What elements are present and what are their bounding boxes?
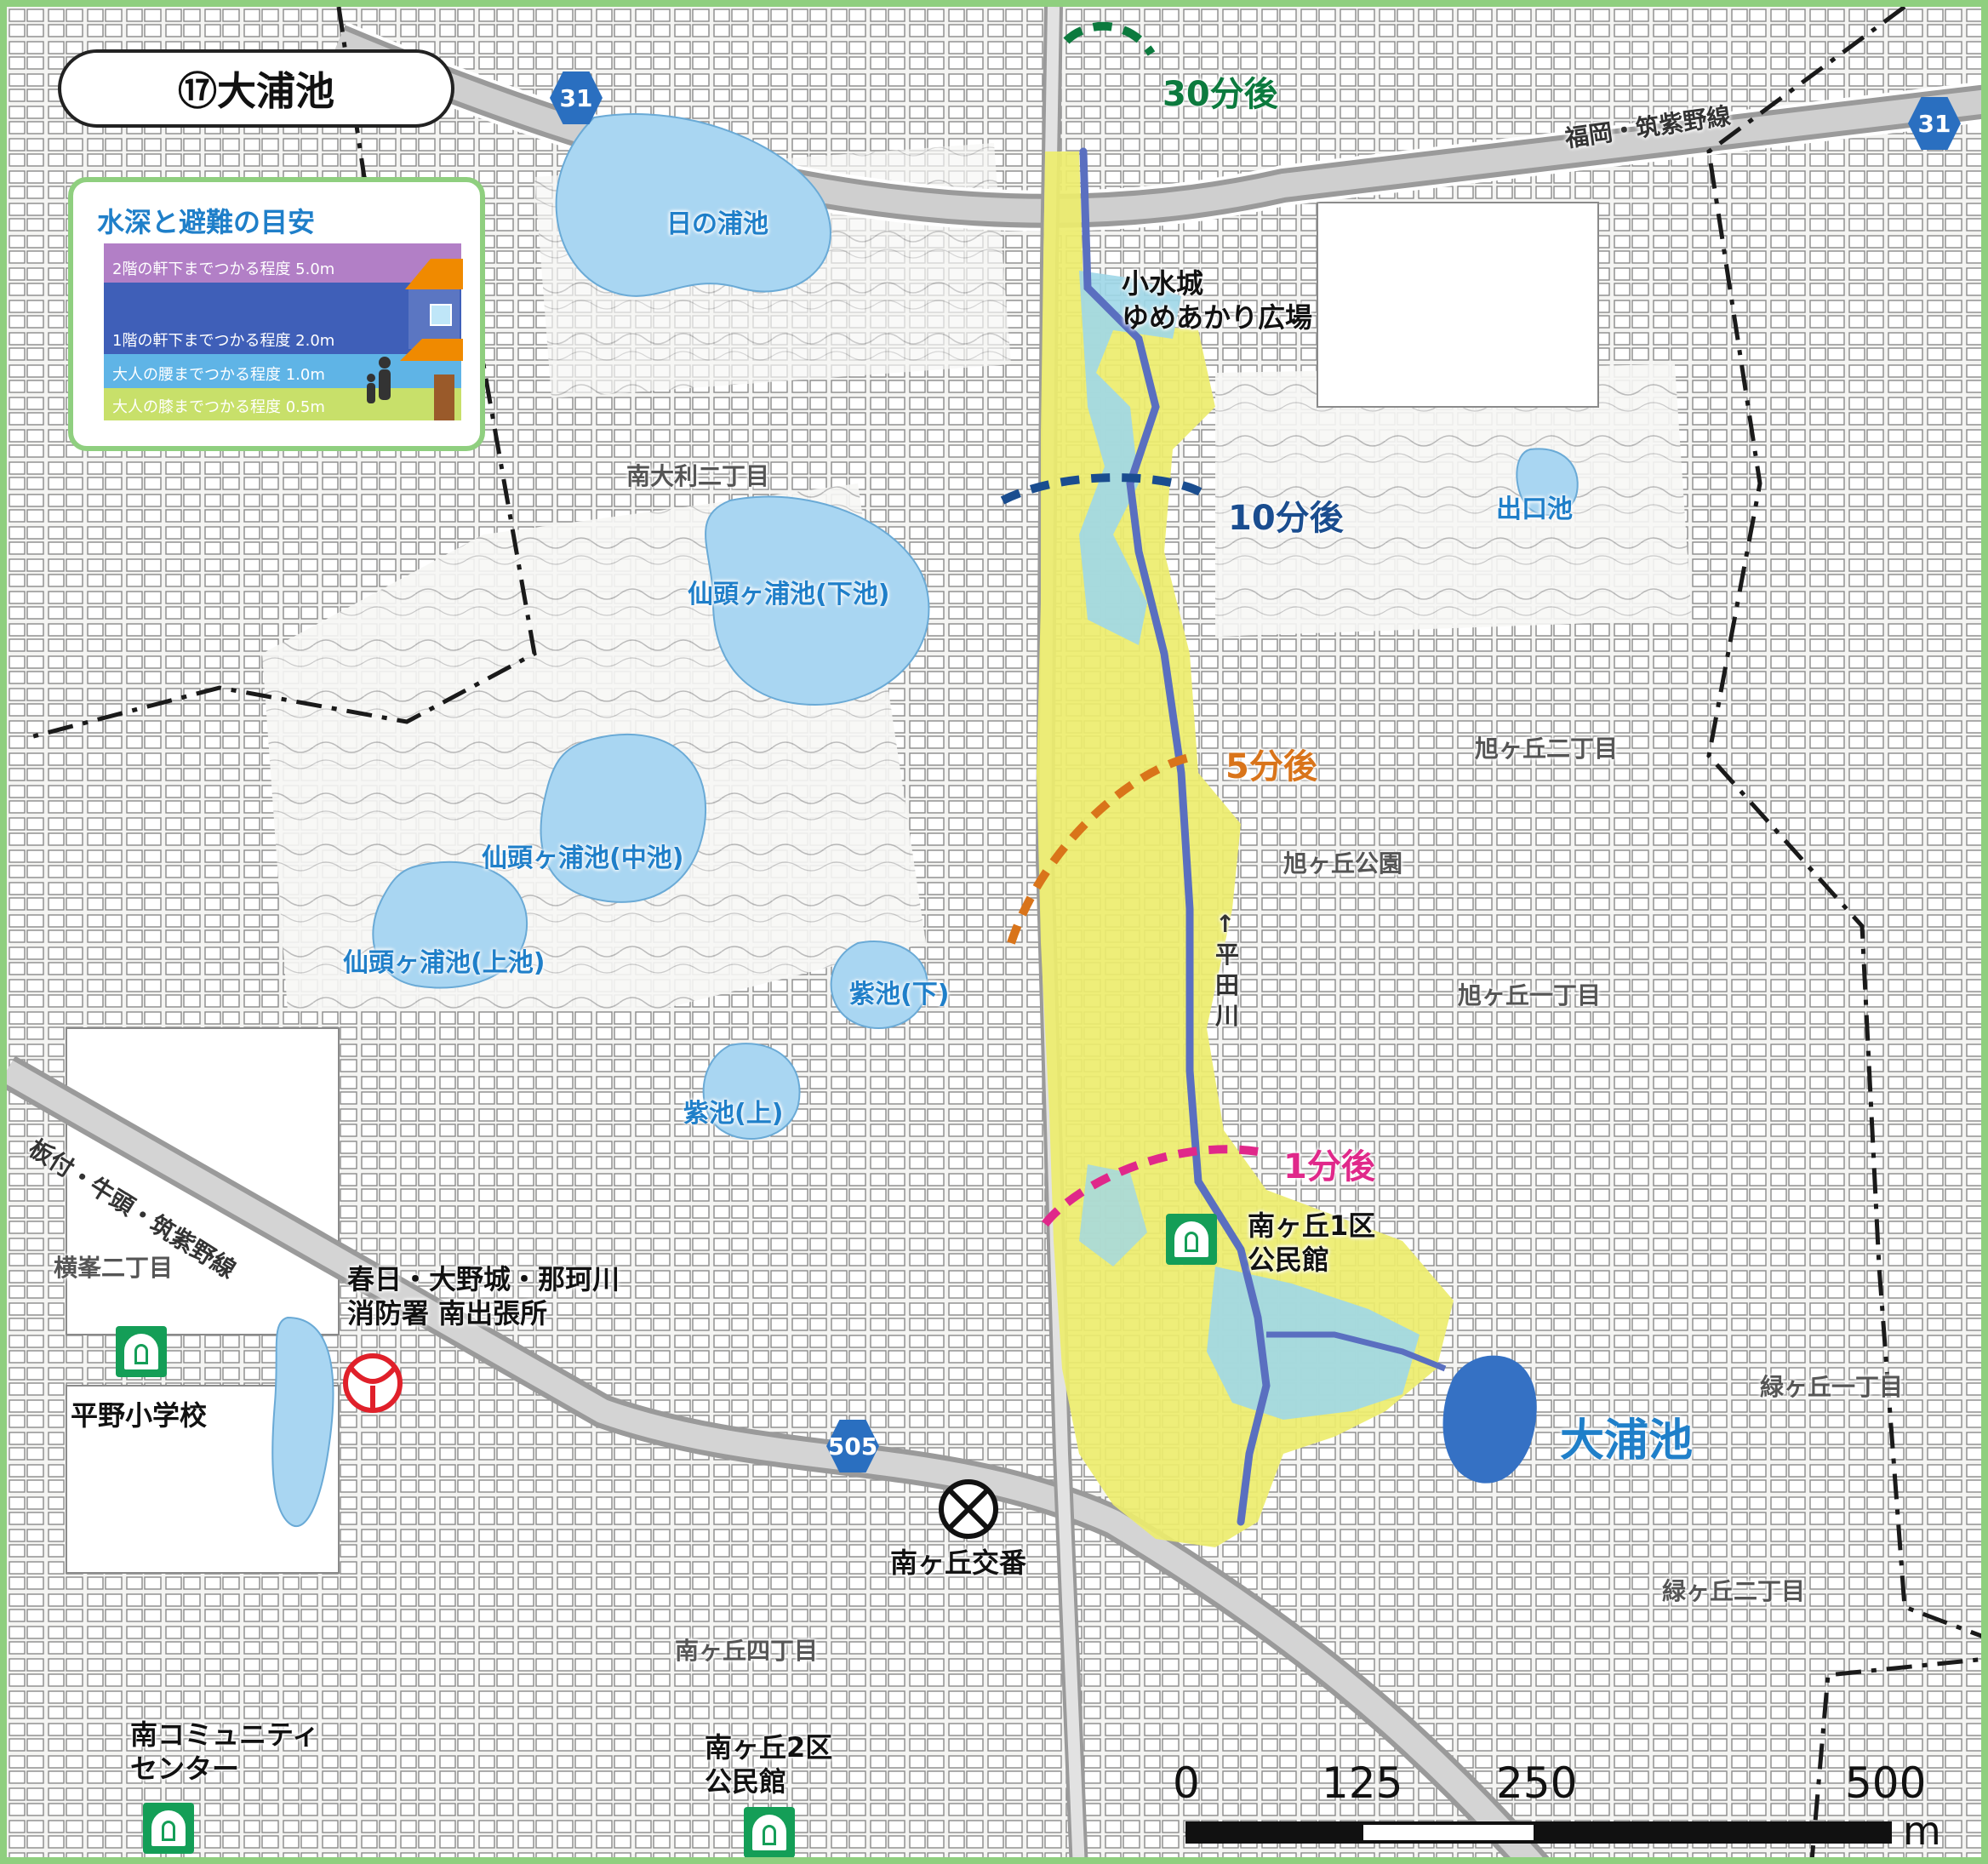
- scale-tick-250: 250: [1496, 1758, 1578, 1808]
- area-label-asahigaoka-park: 旭ヶ丘公園: [1283, 849, 1403, 878]
- area-label-asahigaoka-1: 旭ヶ丘一丁目: [1458, 981, 1602, 1009]
- facility-label-fire-line1: 春日・大野城・那珂川: [347, 1263, 620, 1295]
- depth-legend: 水深と避難の目安 2階の軒下までつかる程度 5.0m 1階の軒下までつかる程度 …: [68, 177, 485, 451]
- facility-label-mizuki-line2: ゆめあかり広場: [1122, 301, 1313, 334]
- police-box-icon: [939, 1479, 998, 1539]
- pond-label-hinoura: 日の浦池: [666, 209, 768, 239]
- area-label-minamigaoka-4: 南ヶ丘四丁目: [675, 1637, 819, 1665]
- facility-label-fire-station: 春日・大野城・那珂川 消防署 南出張所: [347, 1262, 620, 1330]
- pond-label-deguchi: 出口池: [1496, 495, 1573, 524]
- pond-label-murasaki-upper: 紫池(上): [683, 1099, 784, 1129]
- scale-tick-125: 125: [1322, 1758, 1403, 1808]
- scale-unit: m: [1903, 1808, 1941, 1854]
- area-label-midorigaoka-1: 緑ヶ丘一丁目: [1760, 1373, 1904, 1401]
- facility-label-community-center: 南コミュニティ センター: [130, 1718, 319, 1786]
- pond-label-senzugaura-upper: 仙頭ヶ浦池(上池): [343, 948, 546, 978]
- facility-label-hall2-line1: 南ヶ丘2区: [705, 1731, 833, 1764]
- shelter-icon-hall-1: [1166, 1214, 1217, 1265]
- fire-station-icon: [343, 1353, 403, 1413]
- map-title: ⑰大浦池: [58, 49, 454, 128]
- facility-label-hall1-line1: 南ヶ丘1区: [1248, 1209, 1376, 1242]
- route-505-badge: 505: [826, 1420, 879, 1472]
- shelter-icon-hall-2: [744, 1807, 795, 1857]
- time-label-5min: 5分後: [1225, 747, 1317, 786]
- facility-label-hall2-line2: 公民館: [705, 1765, 787, 1798]
- area-label-asahigaoka-2: 旭ヶ丘二丁目: [1475, 735, 1619, 763]
- pond-label-oura: 大浦池: [1560, 1415, 1694, 1467]
- pond-label-murasaki-lower: 紫池(下): [849, 980, 950, 1009]
- time-label-10min: 10分後: [1228, 499, 1344, 538]
- shelter-icon-hirano-school: [116, 1326, 167, 1377]
- house-icon: [400, 259, 463, 420]
- facility-label-community-line1: 南コミュニティ: [130, 1718, 320, 1751]
- legend-title: 水深と避難の目安: [97, 206, 316, 238]
- scale-tick-0: 0: [1173, 1758, 1200, 1808]
- area-label-hirata-river: ↑平田川: [1215, 910, 1240, 1030]
- people-icon: [367, 357, 391, 403]
- facility-label-fire-line2: 消防署 南出張所: [347, 1297, 548, 1329]
- pond-label-senzugaura-lower: 仙頭ヶ浦池(下池): [688, 580, 890, 609]
- shelter-icon-community-center: [143, 1803, 194, 1854]
- pond-label-senzugaura-middle: 仙頭ヶ浦池(中池): [482, 843, 684, 873]
- facility-label-hirano-school: 平野小学校: [71, 1399, 208, 1432]
- scale-tick-500: 500: [1845, 1758, 1927, 1808]
- facility-label-mizuki-line1: 小水城: [1122, 267, 1204, 300]
- map-base: [7, 7, 1981, 1857]
- facility-label-hall-1: 南ヶ丘1区 公民館: [1248, 1209, 1375, 1277]
- area-label-midorigaoka-2: 緑ヶ丘二丁目: [1662, 1577, 1806, 1605]
- legend-band-2m: 1階の軒下までつかる程度 2.0m: [104, 283, 461, 354]
- legend-band-5m: 2階の軒下までつかる程度 5.0m: [104, 243, 461, 283]
- facility-label-community-line2: センター: [130, 1753, 240, 1785]
- time-label-30min: 30分後: [1163, 75, 1278, 114]
- facility-label-hall1-line2: 公民館: [1248, 1244, 1330, 1276]
- facility-label-koban: 南ヶ丘交番: [890, 1547, 1027, 1579]
- area-label-minami-oori-2: 南大利二丁目: [626, 462, 770, 490]
- legend-band-0-5m: 大人の膝までつかる程度 0.5m: [104, 388, 461, 420]
- facility-label-mizuki: 小水城 ゆめあかり広場: [1122, 266, 1312, 334]
- time-label-1min: 1分後: [1283, 1147, 1375, 1186]
- area-label-yokomine-2: 横峯二丁目: [54, 1254, 174, 1282]
- facility-label-hall-2: 南ヶ丘2区 公民館: [705, 1730, 832, 1798]
